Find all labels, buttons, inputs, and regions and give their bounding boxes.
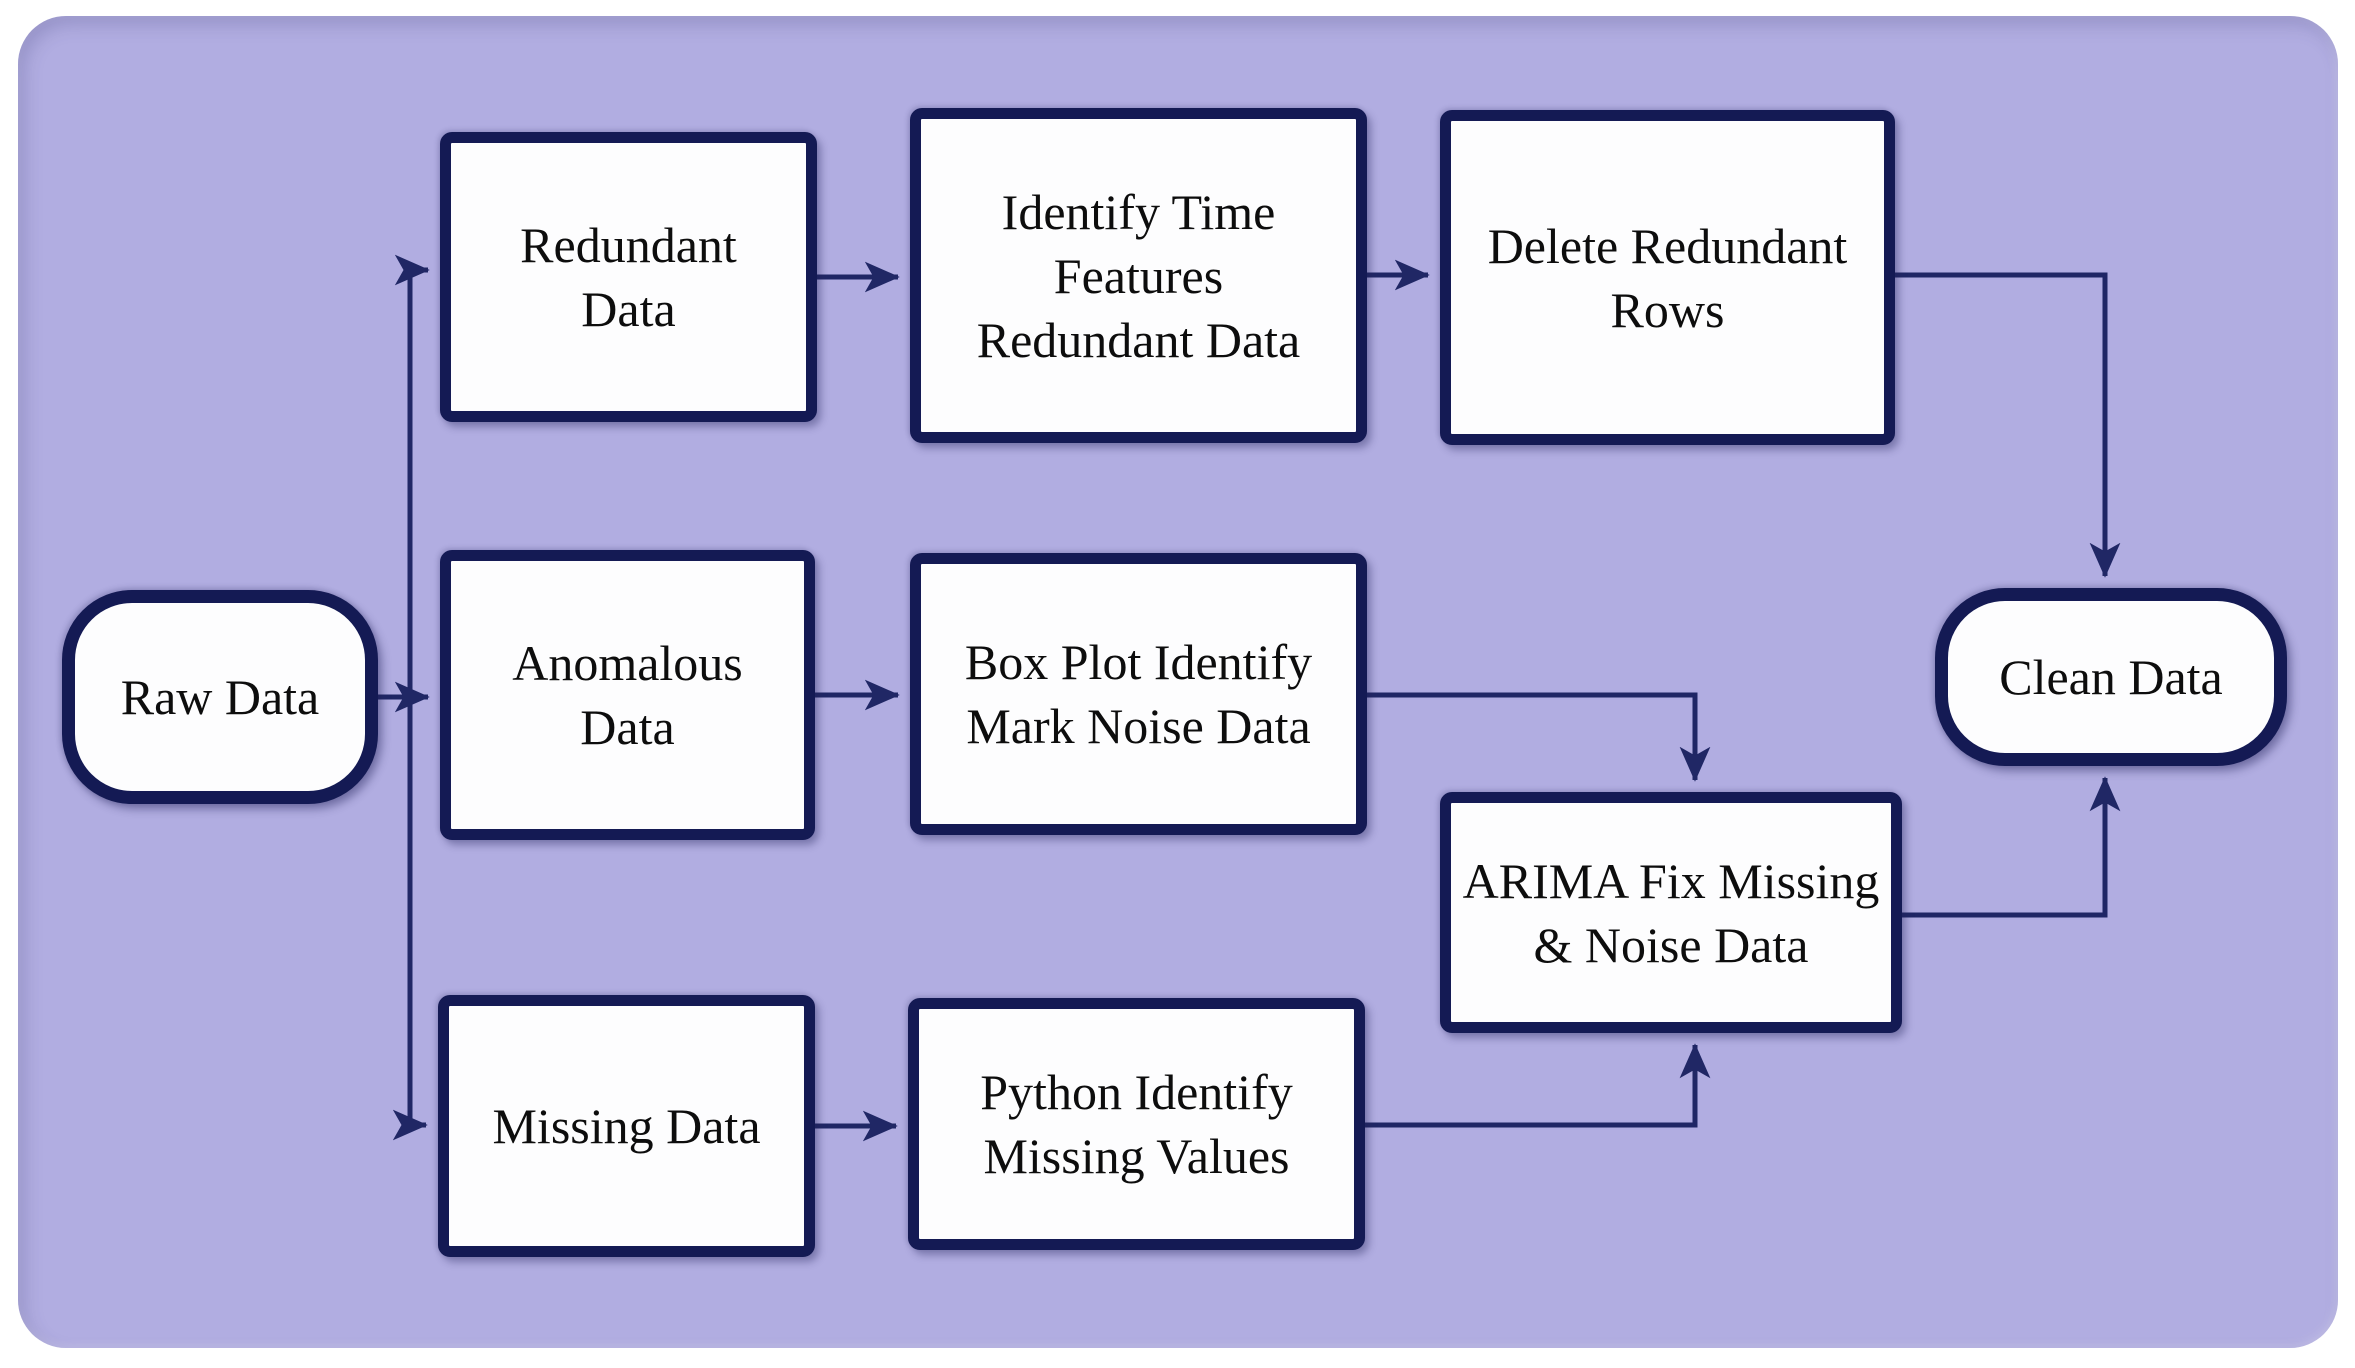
node-identify-time-features: Identify Time Features Redundant Data <box>910 108 1367 443</box>
node-delete-redundant-rows-label: Delete Redundant Rows <box>1487 217 1848 338</box>
node-arima-fix: ARIMA Fix Missing & Noise Data <box>1440 792 1902 1033</box>
node-clean-data-label: Clean Data <box>1999 649 2223 705</box>
node-clean-data: Clean Data <box>1935 588 2287 766</box>
node-missing-data-label: Missing Data <box>492 1098 761 1154</box>
node-delete-redundant-rows: Delete Redundant Rows <box>1440 110 1895 445</box>
node-box-plot-identify-label: Box Plot Identify Mark Noise Data <box>964 634 1313 754</box>
node-anomalous-data: Anomalous Data <box>440 550 815 840</box>
node-arima-fix-label: ARIMA Fix Missing & Noise Data <box>1462 852 1880 973</box>
node-raw-data: Raw Data <box>62 590 378 804</box>
node-identify-time-features-label: Identify Time Features Redundant Data <box>976 183 1301 368</box>
node-redundant-data-label: Redundant Data <box>520 217 737 337</box>
node-python-identify-missing: Python Identify Missing Values <box>908 998 1365 1250</box>
node-missing-data: Missing Data <box>438 995 815 1257</box>
node-python-identify-missing-label: Python Identify Missing Values <box>980 1064 1293 1184</box>
node-anomalous-data-label: Anomalous Data <box>512 635 743 755</box>
node-box-plot-identify: Box Plot Identify Mark Noise Data <box>910 553 1367 835</box>
node-raw-data-label: Raw Data <box>120 669 320 725</box>
node-redundant-data: Redundant Data <box>440 132 817 422</box>
